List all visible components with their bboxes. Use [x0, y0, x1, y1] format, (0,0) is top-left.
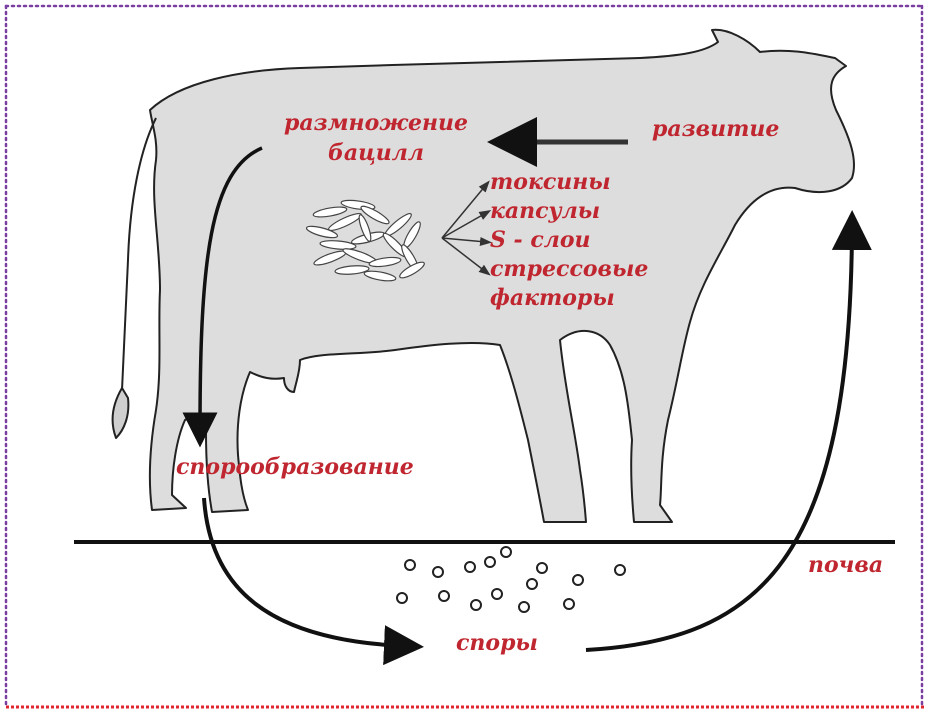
spores-cluster — [397, 547, 625, 612]
label-spores: споры — [456, 628, 538, 658]
label-stress: стрессовые — [490, 255, 648, 284]
label-s-layers: S - слои — [490, 226, 648, 255]
label-factors: токсины капсулы S - слои стрессовые факт… — [490, 168, 648, 313]
label-development: развитие — [652, 114, 779, 144]
label-reproduction: размножение бацилл — [276, 108, 476, 168]
label-factors-word: факторы — [490, 284, 648, 313]
cow-silhouette — [113, 30, 854, 522]
spores-arrow — [204, 498, 404, 646]
label-reproduction-line-1: размножение — [276, 108, 476, 138]
label-toxins: токсины — [490, 168, 648, 197]
label-soil: почва — [808, 550, 883, 580]
label-sporulation: спорообразование — [176, 452, 414, 482]
label-capsules: капсулы — [490, 197, 648, 226]
label-reproduction-line-2: бацилл — [276, 138, 476, 168]
